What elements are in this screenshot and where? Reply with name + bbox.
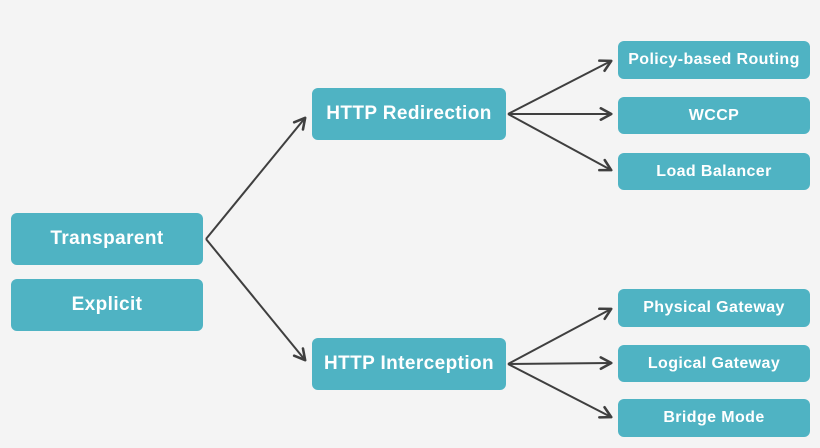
node-policy-based-routing: Policy-based Routing <box>618 41 810 79</box>
node-load-balancer: Load Balancer <box>618 153 810 190</box>
edge-redirection-policy <box>507 59 613 115</box>
node-http-redirection: HTTP Redirection <box>312 88 506 140</box>
node-wccp: WCCP <box>618 97 810 134</box>
edge-transparent-interception <box>205 238 307 362</box>
node-logical-gateway: Logical Gateway <box>618 345 810 382</box>
node-explicit: Explicit <box>11 279 203 331</box>
node-physical-gateway: Physical Gateway <box>618 289 810 327</box>
edge-transparent-redirection <box>205 116 307 240</box>
edge-redirection-loadbalancer <box>507 113 613 172</box>
node-transparent: Transparent <box>11 213 203 265</box>
edge-interception-bridge <box>507 363 613 419</box>
node-http-interception: HTTP Interception <box>312 338 506 390</box>
edge-interception-logical <box>507 356 613 371</box>
edge-interception-physical <box>507 307 613 365</box>
node-bridge-mode: Bridge Mode <box>618 399 810 437</box>
